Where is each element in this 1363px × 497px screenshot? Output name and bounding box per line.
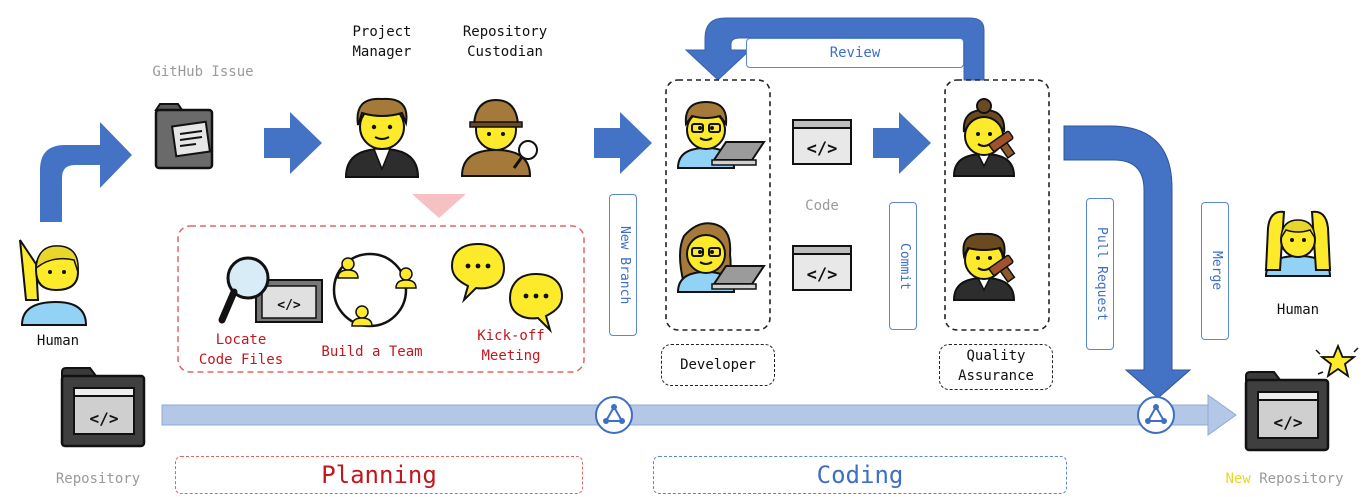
- merge-node-icon: [595, 396, 633, 434]
- star-icon: [1315, 343, 1359, 379]
- team-icon: [332, 252, 417, 328]
- flow-arrow: [264, 112, 322, 174]
- developer-group: [665, 79, 771, 331]
- repository-custodian-label: Repository Custodian: [462, 24, 548, 60]
- merge-label: Merge: [1201, 202, 1229, 340]
- svg-text:</>: </>: [277, 298, 301, 313]
- project-manager-label: Project Manager: [352, 24, 412, 60]
- waving-person-icon: [19, 239, 88, 326]
- developer-label-box: [661, 344, 775, 386]
- commit-label: Commit: [889, 202, 917, 330]
- raising-hands-person-icon: [1264, 210, 1332, 277]
- qa-group: [944, 79, 1050, 331]
- review-label: Review: [746, 38, 964, 68]
- code-window-icon: [792, 119, 852, 165]
- pull-request-label: Pull Request: [1086, 198, 1114, 350]
- github-issue-label: GitHub Issue: [152, 64, 254, 80]
- new-repository-prefix: New: [1225, 471, 1251, 487]
- developer-icon: [678, 222, 764, 292]
- judge-icon: [954, 232, 1021, 300]
- folder-icon: [154, 103, 214, 170]
- developer-icon: [678, 100, 764, 168]
- merge-node-icon: [1137, 396, 1175, 434]
- flow-arrow: [873, 112, 931, 174]
- speech-bubble-icon: [451, 243, 505, 301]
- developer-label: Developer: [680, 357, 756, 373]
- locate-code-files-label: Locate Code Files: [198, 332, 284, 368]
- new-repository-suffix: Repository: [1259, 471, 1344, 487]
- pull-request-arrow: [1063, 125, 1192, 399]
- human-left-label: Human: [36, 333, 80, 349]
- detective-icon: [460, 98, 538, 177]
- quality-assurance-label: Quality Assurance: [958, 348, 1034, 384]
- new-repository-label: New Repository: [1206, 469, 1363, 489]
- folder-icon: [60, 366, 146, 448]
- expand-triangle: [412, 194, 466, 218]
- kickoff-meeting-label: Kick-off Meeting: [477, 328, 545, 364]
- judge-icon: [954, 98, 1021, 176]
- human-right-label: Human: [1276, 302, 1320, 318]
- manager-icon: [344, 97, 420, 178]
- planning-phase: Planning: [175, 456, 583, 494]
- folder-icon: [1244, 370, 1330, 452]
- qa-label-box: [939, 344, 1053, 390]
- new-branch-label: New Branch: [609, 194, 637, 336]
- repository-label: Repository: [55, 471, 141, 487]
- speech-bubble-icon: [509, 273, 563, 331]
- build-a-team-label: Build a Team: [321, 344, 423, 360]
- flow-arrow: [594, 112, 652, 174]
- magnifier-icon: </>: [218, 256, 323, 324]
- timeline-arrow: [161, 394, 1237, 436]
- flow-arrow-up: [40, 122, 132, 222]
- code-window-icon: [792, 245, 852, 291]
- planning-tasks-box: [177, 225, 585, 373]
- coding-phase: Coding: [653, 456, 1067, 494]
- code-label: Code: [805, 198, 839, 214]
